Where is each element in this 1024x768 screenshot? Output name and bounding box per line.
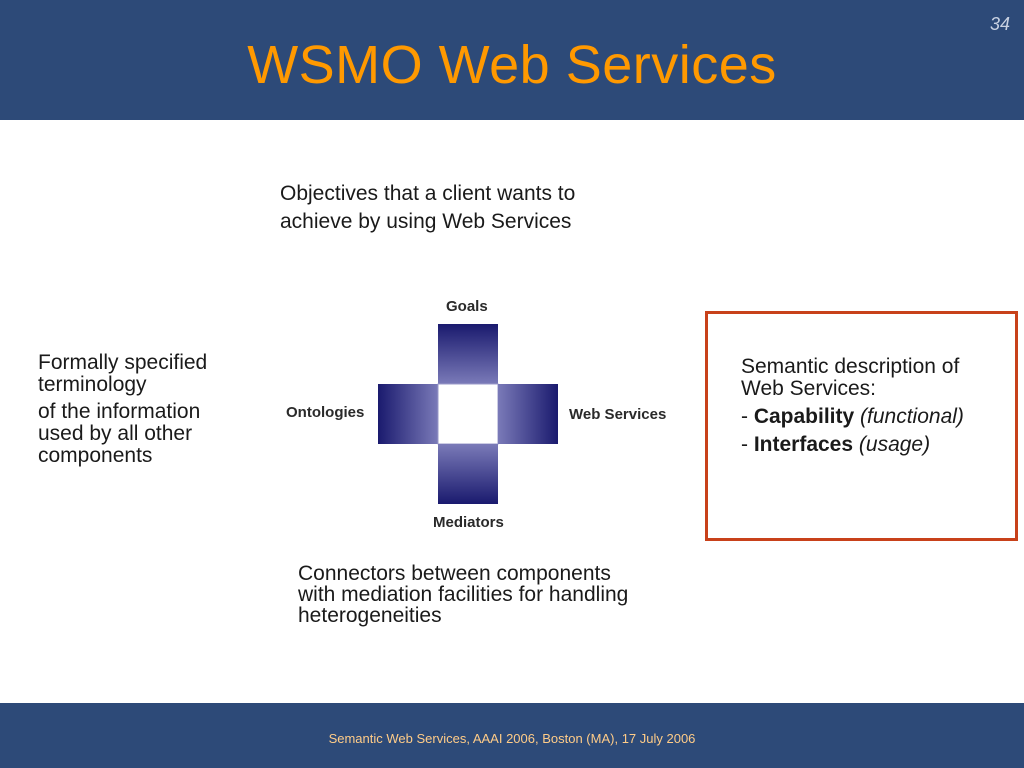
ontologies-description-line: used by all other bbox=[38, 422, 193, 445]
header-bar: WSMO Web Services 34 bbox=[0, 0, 1024, 120]
ontologies-description-line: terminology bbox=[38, 373, 147, 396]
ontologies-description: Formally specified terminology of the in… bbox=[38, 352, 207, 467]
mediators-description-line: Connectors between components bbox=[298, 562, 611, 585]
interfaces-note: (usage) bbox=[858, 433, 931, 456]
center-block bbox=[437, 383, 499, 445]
web-services-description-line: Web Services: bbox=[741, 377, 876, 400]
goals-description-line: achieve by using Web Services bbox=[280, 210, 572, 233]
mediators-description: Connectors between components with media… bbox=[298, 563, 628, 626]
ontologies-label: Ontologies bbox=[286, 404, 365, 421]
footer-text: Semantic Web Services, AAAI 2006, Boston… bbox=[328, 731, 696, 746]
ontologies-description-line: Formally specified bbox=[38, 351, 208, 374]
web-services-description-line: Semantic description of bbox=[741, 355, 960, 378]
interfaces-prefix: - bbox=[741, 433, 754, 456]
web-services-description-box: Semantic description of Web Services: - … bbox=[705, 311, 1018, 541]
mediators-block bbox=[438, 444, 498, 504]
capability-term: Capability bbox=[753, 405, 855, 428]
interfaces-term: Interfaces bbox=[753, 433, 854, 456]
goals-block bbox=[438, 324, 498, 384]
footer-bar: Semantic Web Services, AAAI 2006, Boston… bbox=[0, 703, 1024, 768]
capability-line: - Capability (functional) bbox=[741, 406, 964, 428]
ontologies-description-line: components bbox=[38, 444, 153, 467]
capability-prefix: - bbox=[741, 405, 754, 428]
mediators-description-line: heterogeneities bbox=[298, 604, 442, 627]
capability-note: (functional) bbox=[860, 405, 964, 428]
goals-description-line: Objectives that a client wants to bbox=[280, 182, 576, 205]
ontologies-block bbox=[378, 384, 438, 444]
interfaces-line: - Interfaces (usage) bbox=[741, 434, 964, 456]
goals-description: Objectives that a client wants to achiev… bbox=[280, 180, 575, 236]
web-services-description: Semantic description of Web Services: - … bbox=[741, 356, 964, 456]
mediators-description-line: with mediation facilities for handling bbox=[298, 583, 629, 606]
web-services-label: Web Services bbox=[569, 406, 667, 423]
mediators-label: Mediators bbox=[433, 514, 504, 531]
web-services-block bbox=[498, 384, 558, 444]
goals-label: Goals bbox=[446, 298, 488, 315]
ontologies-description-line: of the information bbox=[38, 400, 201, 423]
slide-number: 34 bbox=[989, 14, 1010, 34]
slide-title: WSMO Web Services bbox=[247, 35, 777, 95]
